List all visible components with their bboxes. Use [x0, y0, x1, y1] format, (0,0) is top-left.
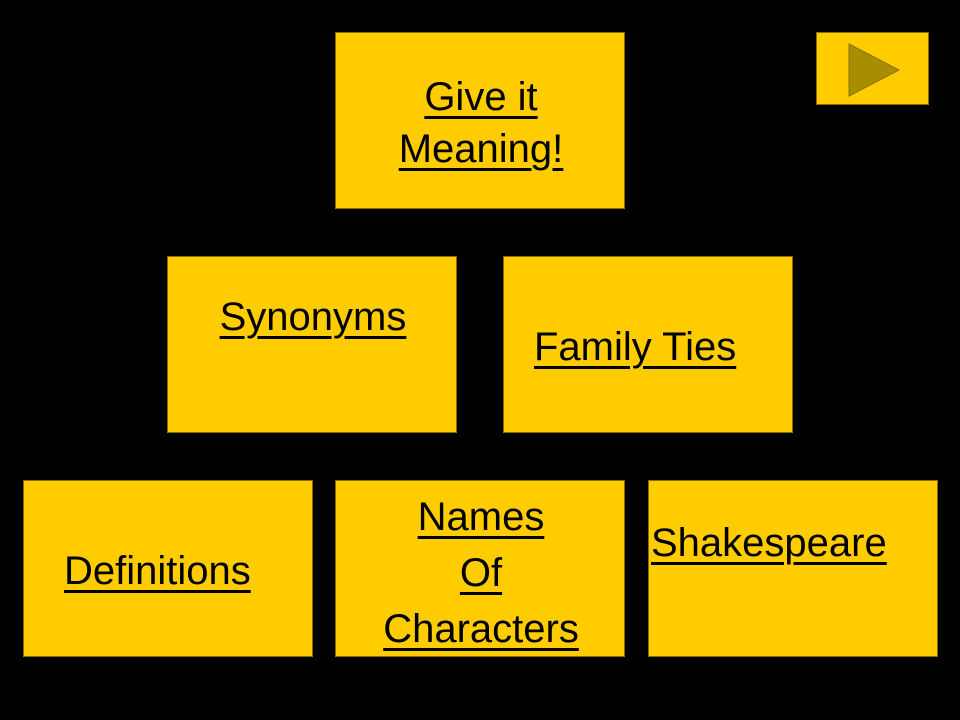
category-names-of-characters[interactable]: Names Of Characters [335, 480, 625, 657]
category-definitions[interactable]: Definitions [23, 480, 313, 657]
title-line-1: Give it [424, 75, 538, 119]
category-label-line-1: Names [417, 495, 545, 539]
title-tile[interactable]: Give it Meaning! [335, 32, 625, 209]
category-link-names-of-characters[interactable]: Names Of Characters [336, 489, 626, 657]
category-link-family-ties[interactable]: Family Ties [534, 321, 736, 373]
category-label-line-2: Of [459, 551, 503, 595]
category-link-definitions[interactable]: Definitions [64, 545, 251, 597]
play-triangle-icon [848, 43, 901, 97]
category-label: Family Ties [534, 325, 737, 369]
category-label: Shakespeare [651, 521, 887, 565]
title-link[interactable]: Give it Meaning! [336, 71, 626, 175]
category-label: Synonyms [219, 295, 407, 339]
category-label: Definitions [64, 549, 251, 593]
category-link-synonyms[interactable]: Synonyms [168, 291, 458, 343]
category-family-ties[interactable]: Family Ties [503, 256, 793, 433]
category-shakespeare[interactable]: Shakespeare [648, 480, 938, 657]
category-link-shakespeare[interactable]: Shakespeare [651, 517, 887, 569]
next-button[interactable] [816, 32, 929, 105]
category-label-line-3: Characters [383, 607, 579, 651]
category-synonyms[interactable]: Synonyms [167, 256, 457, 433]
title-line-2: Meaning! [398, 127, 564, 171]
